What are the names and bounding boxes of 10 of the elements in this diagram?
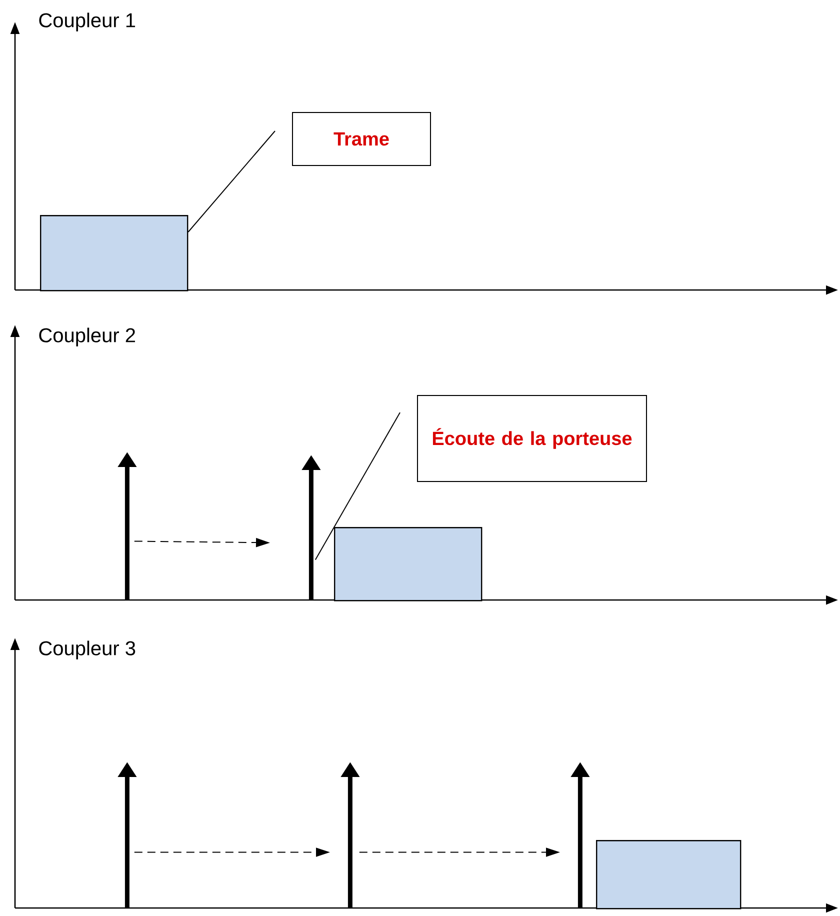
callout-box: Trame: [292, 112, 431, 166]
leader-line: [188, 130, 276, 232]
frame-block: [40, 215, 188, 292]
callout-box: Écoute de la porteuse: [417, 395, 647, 482]
panel-label: Coupleur 3: [39, 640, 136, 660]
frame-block: [334, 527, 482, 602]
frame-block: [596, 840, 742, 910]
panel-label: Coupleur 1: [39, 12, 136, 32]
panel-label: Coupleur 2: [39, 328, 135, 346]
leader-line: [314, 412, 400, 560]
